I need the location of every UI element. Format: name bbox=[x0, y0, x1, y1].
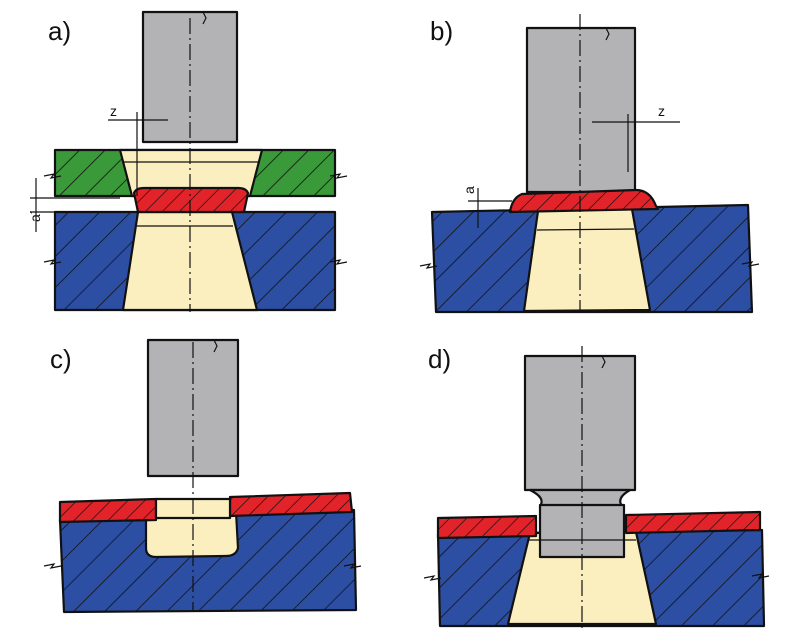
punch-neck bbox=[528, 488, 632, 508]
panel-b: b) z a bbox=[419, 14, 760, 314]
sheet-right bbox=[624, 510, 762, 535]
die-pocket bbox=[144, 510, 240, 559]
break-mark bbox=[343, 563, 362, 569]
gap-label: a´ bbox=[27, 210, 43, 222]
punch-break-mark bbox=[213, 339, 218, 353]
punch-break-mark bbox=[202, 11, 207, 25]
break-mark bbox=[43, 563, 62, 569]
panel-c: c) bbox=[43, 338, 362, 614]
break-mark bbox=[419, 263, 438, 269]
break-mark bbox=[423, 575, 442, 581]
break-mark bbox=[751, 573, 770, 579]
panel-b-label: b) bbox=[430, 16, 453, 46]
punch bbox=[525, 26, 637, 194]
panel-d: d) bbox=[423, 344, 770, 628]
sheet-right bbox=[228, 491, 354, 518]
die-land-line bbox=[536, 228, 635, 231]
break-mark bbox=[329, 173, 348, 179]
panel-a: a) z a´ bbox=[27, 10, 348, 312]
break-mark bbox=[43, 259, 62, 265]
panel-d-label: d) bbox=[428, 344, 451, 374]
clearance-label: z bbox=[110, 103, 117, 119]
panel-a-label: a) bbox=[48, 16, 71, 46]
gap-label: a bbox=[461, 186, 477, 194]
panel-c-label: c) bbox=[50, 344, 72, 374]
punch-break-mark bbox=[605, 27, 610, 41]
punch-break-mark bbox=[601, 355, 606, 369]
workpiece-slug bbox=[132, 186, 250, 214]
sheet-left bbox=[436, 514, 538, 540]
clearance-label: z bbox=[658, 103, 665, 119]
workpiece-slug bbox=[508, 188, 660, 214]
die-opening bbox=[522, 207, 652, 313]
sheet-left bbox=[58, 497, 158, 524]
break-mark bbox=[43, 173, 62, 179]
break-mark bbox=[741, 261, 760, 267]
punch bbox=[523, 354, 637, 492]
break-mark bbox=[329, 259, 348, 265]
